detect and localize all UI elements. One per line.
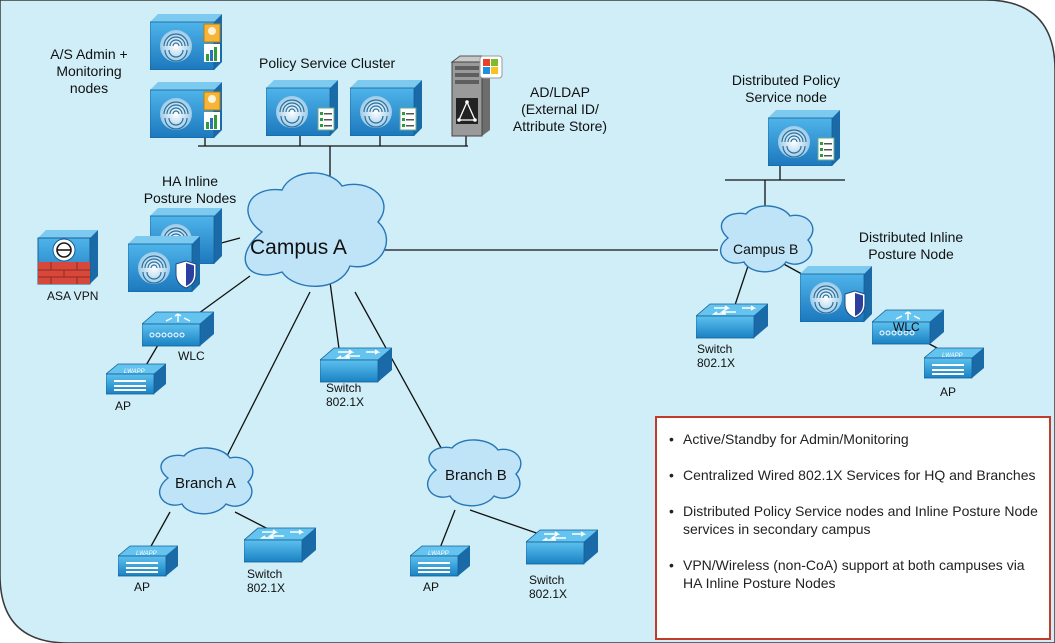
cloud-branch-a — [158, 447, 254, 515]
cloud-campus-b — [720, 205, 814, 273]
notes-box: Active/Standby for Admin/Monitoring Cent… — [655, 416, 1051, 640]
switch-campus-a-label: Switch 802.1X — [326, 381, 365, 410]
branch-a-label: Branch A — [175, 475, 236, 492]
note-item: Distributed Policy Service nodes and Inl… — [669, 502, 1041, 538]
policy-cluster-label: Policy Service Cluster — [259, 55, 396, 71]
switch-branch-b-label: Switch 802.1X — [529, 573, 568, 602]
admin-node-1 — [150, 14, 222, 70]
network-links — [144, 132, 951, 549]
wlc-campus-a-device — [142, 311, 214, 347]
policy-node-1 — [266, 80, 338, 136]
ap-branch-b-label: AP — [423, 580, 440, 594]
cloud-branch-b — [426, 439, 522, 507]
switch-campus-b-device — [696, 303, 768, 339]
lwapp-tag: LWAPP — [942, 353, 963, 359]
wlc-campus-b-label: WLC — [893, 320, 920, 334]
ha-inline-label: HA Inline Posture Nodes — [143, 173, 237, 206]
switch-campus-b-label: Switch 802.1X — [697, 342, 736, 371]
admin-node-2 — [150, 82, 222, 138]
notes-list: Active/Standby for Admin/Monitoring Cent… — [669, 430, 1041, 592]
cloud-campus-a — [244, 172, 388, 287]
ha-inline-node-2 — [128, 236, 200, 292]
wlc-campus-a-label: WLC — [178, 349, 205, 363]
ad-ldap-label: AD/LDAP (External ID/ Attribute Store) — [512, 84, 608, 134]
switch-campus-a-device — [320, 347, 392, 383]
campus-b-label: Campus B — [733, 241, 799, 257]
distributed-policy-label: Distributed Policy Service node — [731, 72, 841, 105]
branch-b-label: Branch B — [445, 467, 507, 484]
distributed-inline-node — [800, 266, 872, 322]
lwapp-tag: LWAPP — [136, 551, 157, 557]
admin-monitoring-label: A/S Admin + Monitoring nodes — [50, 46, 128, 96]
distributed-inline-label: Distributed Inline Posture Node — [858, 229, 964, 262]
note-item: Centralized Wired 802.1X Services for HQ… — [669, 466, 1041, 484]
ap-campus-a-label: AP — [115, 399, 132, 413]
ap-branch-a-label: AP — [134, 580, 151, 594]
switch-branch-a-label: Switch 802.1X — [247, 567, 286, 596]
ad-ldap-server — [450, 55, 503, 137]
policy-node-2 — [350, 80, 422, 136]
asa-vpn-device — [37, 230, 98, 285]
note-item: VPN/Wireless (non-CoA) support at both c… — [669, 556, 1041, 592]
switch-branch-a-device — [244, 527, 316, 563]
lwapp-tag: LWAPP — [428, 551, 449, 557]
switch-branch-b-device — [526, 529, 598, 565]
lwapp-tag: LWAPP — [124, 369, 145, 375]
asa-vpn-label: ASA VPN — [47, 289, 99, 303]
campus-a-label: Campus A — [250, 236, 347, 259]
distributed-policy-node — [768, 110, 840, 166]
ap-campus-b-label: AP — [940, 385, 957, 399]
note-item: Active/Standby for Admin/Monitoring — [669, 430, 1041, 448]
